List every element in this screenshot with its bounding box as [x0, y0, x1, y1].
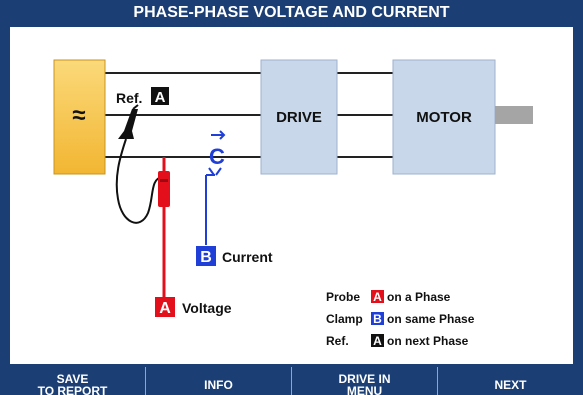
- clamp-symbol: C: [209, 144, 225, 169]
- drive-label: DRIVE: [276, 109, 322, 126]
- legend-clamp-prefix: Clamp: [326, 312, 363, 326]
- next-label: NEXT: [494, 378, 527, 392]
- legend-row-probe: Probe A on a Phase: [326, 290, 451, 304]
- legend-ref-badge-letter: A: [373, 334, 382, 348]
- drive-in-menu-label: DRIVE IN MENU: [338, 372, 391, 395]
- clamp-badge: [196, 246, 216, 266]
- motor-block: MOTOR: [392, 59, 533, 175]
- wiring-diagram: ≈ DRIVE MOTOR Ref. A: [53, 59, 533, 348]
- info-label: INFO: [204, 378, 233, 392]
- legend-ref-suffix: on next Phase: [387, 334, 469, 348]
- softkey-bar: SAVE TO REPORT INFO DRIVE IN MENU NEXT: [0, 367, 583, 395]
- next-button[interactable]: NEXT: [437, 367, 583, 395]
- legend-probe-prefix: Probe: [326, 290, 360, 304]
- motor-shaft: [495, 106, 533, 124]
- legend-clamp-suffix: on same Phase: [387, 312, 475, 326]
- probe-badge-letter: A: [159, 300, 171, 317]
- ref-badge-letter: A: [155, 89, 166, 106]
- info-button[interactable]: INFO: [145, 367, 291, 395]
- wiring-diagram-panel: ≈ DRIVE MOTOR Ref. A: [10, 27, 573, 364]
- probe-badge: [155, 297, 175, 317]
- save-to-report-label: SAVE TO REPORT: [37, 372, 108, 395]
- current-clamp-icon: C: [205, 130, 226, 245]
- drive-block: DRIVE: [260, 59, 338, 175]
- ref-lead-wire: [115, 138, 163, 224]
- motor-label: MOTOR: [416, 109, 472, 126]
- save-to-report-button[interactable]: SAVE TO REPORT: [0, 367, 145, 395]
- legend-probe-badge-letter: A: [373, 290, 382, 304]
- clamp-badge-letter: B: [200, 249, 212, 266]
- legend-clamp-badge: [371, 312, 384, 325]
- power-source-block: ≈: [53, 59, 106, 175]
- voltage-label: Voltage: [182, 300, 232, 316]
- legend-probe-badge: [371, 290, 384, 303]
- legend-row-ref: Ref. A on next Phase: [326, 334, 469, 348]
- legend-ref-badge: [371, 334, 384, 347]
- legend-probe-suffix: on a Phase: [387, 290, 451, 304]
- current-label: Current: [222, 249, 273, 265]
- ac-source-icon: ≈: [72, 102, 85, 129]
- legend-row-clamp: Clamp B on same Phase: [326, 312, 475, 326]
- legend-clamp-badge-letter: B: [373, 312, 382, 326]
- ref-badge: [151, 87, 169, 105]
- ref-clip-icon: [118, 104, 139, 139]
- drive-in-menu-button[interactable]: DRIVE IN MENU: [291, 367, 437, 395]
- legend: Probe A on a Phase Clamp B on same Phase…: [326, 290, 475, 348]
- legend-ref-prefix: Ref.: [326, 334, 349, 348]
- voltage-probe-icon: [158, 157, 170, 297]
- page-title: PHASE-PHASE VOLTAGE AND CURRENT: [133, 4, 450, 21]
- ref-label: Ref.: [116, 90, 142, 106]
